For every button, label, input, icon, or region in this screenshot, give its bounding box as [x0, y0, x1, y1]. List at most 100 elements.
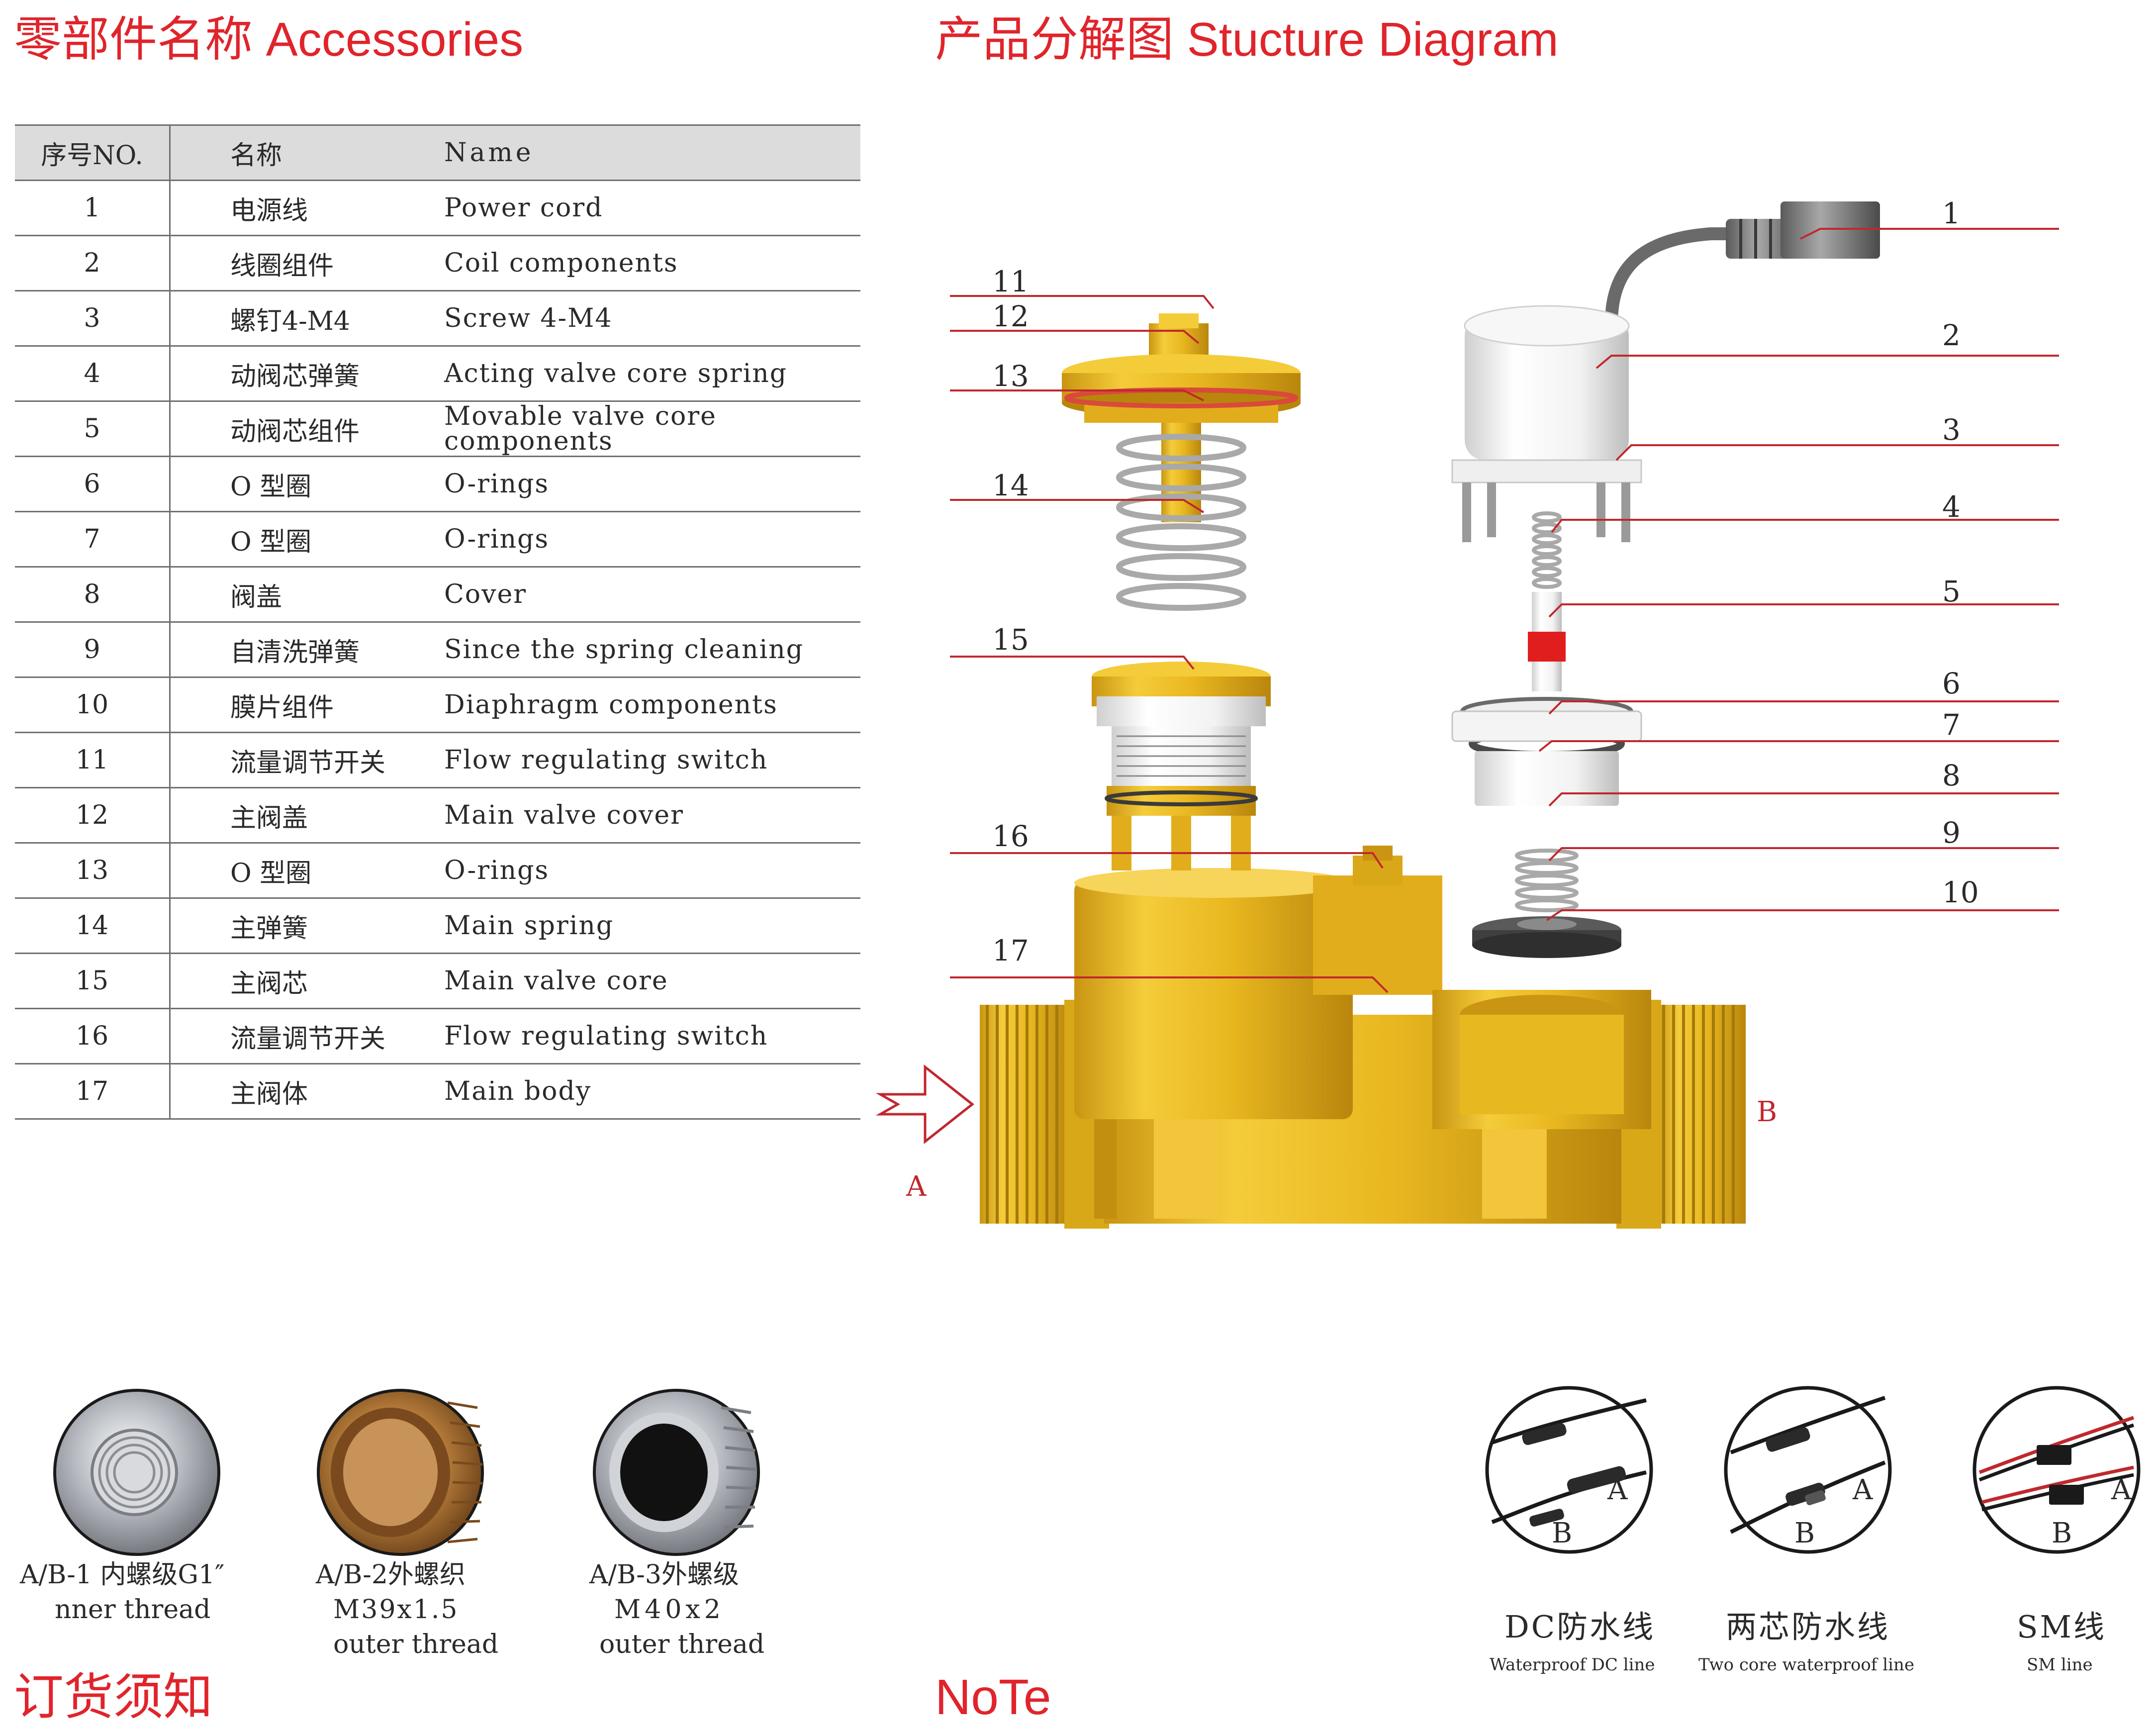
- row-cn-name: 自清洗弹簧: [170, 622, 444, 678]
- row-no: 16: [15, 1008, 171, 1064]
- main-spring-part: [1116, 423, 1246, 611]
- row-en-name: Cover: [444, 567, 860, 623]
- sm-line-b: B: [2052, 1517, 2072, 1549]
- row-en-name: Flow regulating switch: [444, 732, 860, 788]
- table-header-row: 序号NO. 名称 Name: [15, 124, 860, 181]
- label-13: 13: [992, 359, 1029, 393]
- row-en-name: O-rings: [444, 456, 860, 512]
- row-no: 3: [15, 290, 171, 347]
- two-core-line-caption-en: Two core waterproof line: [1698, 1655, 1915, 1675]
- two-core-line-caption: 两芯防水线: [1726, 1609, 1890, 1645]
- main-valve-core-part: [1092, 662, 1271, 870]
- label-2: 2: [1942, 318, 1961, 352]
- two-core-line-a: A: [1853, 1474, 1873, 1506]
- row-en-name: Since the spring cleaning: [444, 622, 860, 678]
- thread-2-line2: M39x1.5: [333, 1595, 459, 1625]
- row-no: 12: [15, 787, 171, 844]
- header-cn-name: 名称: [170, 124, 444, 181]
- row-no: 8: [15, 567, 171, 623]
- label-15: 15: [992, 623, 1029, 657]
- sm-line-caption: SM线: [2017, 1609, 2106, 1645]
- header-en-name: Name: [444, 124, 860, 181]
- row-no: 1: [15, 180, 171, 236]
- row-no: 17: [15, 1063, 171, 1120]
- thread-2-line1: A/B-2外螺织: [316, 1560, 466, 1590]
- diaphragm-part: [1472, 916, 1621, 958]
- row-en-name: Main valve cover: [444, 787, 860, 844]
- coil-components-part: [1451, 305, 1642, 483]
- accessories-heading: 零部件名称 Accessories: [14, 13, 524, 66]
- label-5: 5: [1942, 575, 1961, 608]
- row-cn-name: 阀盖: [170, 567, 444, 623]
- label-8: 8: [1942, 759, 1961, 792]
- label-9: 9: [1942, 816, 1961, 850]
- thread-image-3: [593, 1389, 760, 1556]
- thread-3-line3: outer thread: [599, 1630, 765, 1659]
- self-cleaning-spring-part: [1515, 849, 1579, 912]
- dc-line-caption: DC防水线: [1504, 1609, 1656, 1645]
- row-en-name: Main body: [444, 1063, 860, 1120]
- row-en-name: Diaphragm components: [444, 677, 860, 733]
- row-cn-name: 线圈组件: [170, 235, 444, 291]
- movable-valve-core-part: [1528, 592, 1566, 691]
- two-core-line-b: B: [1794, 1517, 1815, 1549]
- power-cord-part: [1605, 201, 1880, 324]
- acting-valve-core-spring-part: [1532, 511, 1562, 589]
- label-3: 3: [1942, 413, 1961, 447]
- label-14: 14: [992, 469, 1029, 502]
- row-no: 9: [15, 622, 171, 678]
- row-cn-name: 流量调节开关: [170, 732, 444, 788]
- row-no: 13: [15, 843, 171, 899]
- label-7: 7: [1942, 708, 1961, 742]
- thread-image-1: [53, 1389, 220, 1556]
- row-en-name: Acting valve core spring: [444, 346, 860, 402]
- thread-3-line2: M40x2: [614, 1595, 725, 1625]
- row-cn-name: 主阀芯: [170, 953, 444, 1009]
- sm-line-a: A: [2111, 1474, 2132, 1506]
- label-16: 16: [992, 819, 1029, 853]
- row-cn-name: 电源线: [170, 180, 444, 236]
- row-en-name: Main valve core: [444, 953, 860, 1009]
- thread-1-line1: A/B-1 内螺级G1″: [20, 1560, 225, 1590]
- ordering-heading: 订货须知: [14, 1669, 213, 1725]
- thread-image-2: [317, 1389, 484, 1556]
- sm-line-caption-en: SM line: [2027, 1655, 2093, 1675]
- dc-line-a: A: [1607, 1474, 1628, 1506]
- row-no: 14: [15, 898, 171, 954]
- row-en-name: Power cord: [444, 180, 860, 236]
- thread-1-line2: nner thread: [55, 1595, 211, 1625]
- dc-line-image: [1485, 1386, 1653, 1554]
- row-cn-name: 主阀体: [170, 1063, 444, 1120]
- label-1: 1: [1942, 196, 1961, 230]
- label-17: 17: [992, 934, 1029, 967]
- row-no: 4: [15, 346, 171, 402]
- row-no: 6: [15, 456, 171, 512]
- row-no: 7: [15, 511, 171, 568]
- dc-line-b: B: [1552, 1517, 1573, 1549]
- row-cn-name: 主阀盖: [170, 787, 444, 844]
- row-cn-name: 动阀芯弹簧: [170, 346, 444, 402]
- note-heading: NoTe: [935, 1669, 1051, 1725]
- row-cn-name: O 型圈: [170, 456, 444, 512]
- row-cn-name: O 型圈: [170, 843, 444, 899]
- label-6: 6: [1942, 667, 1961, 700]
- row-en-name: Coil components: [444, 235, 860, 291]
- row-cn-name: 流量调节开关: [170, 1008, 444, 1064]
- row-en-name: Flow regulating switch: [444, 1008, 860, 1064]
